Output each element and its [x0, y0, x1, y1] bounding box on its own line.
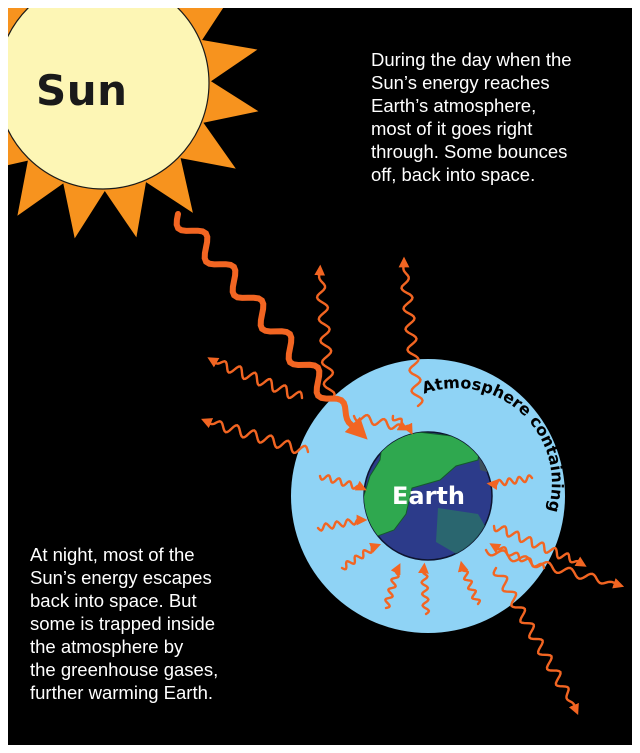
caption-line: the atmosphere by	[30, 636, 184, 657]
energy-arrows	[201, 256, 625, 715]
diagram-panel: Atmosphere containing greenhouse gases S…	[8, 8, 632, 745]
sun-core	[8, 8, 210, 190]
energy-arrow	[384, 563, 401, 610]
caption-line: back into space. But	[30, 590, 197, 611]
caption-line: Sun’s energy reaches	[371, 72, 550, 93]
caption-line: most of it goes right	[371, 118, 533, 139]
energy-arrow	[352, 413, 409, 431]
greenhouse-effect-diagram: Atmosphere containing greenhouse gases	[8, 8, 625, 715]
caption-line: off, back into space.	[371, 164, 536, 185]
energy-arrow	[418, 562, 431, 616]
caption-line: Sun’s energy escapes	[30, 567, 212, 588]
energy-arrow	[340, 542, 382, 571]
caption-line: At night, most of the	[30, 544, 195, 565]
daytime-caption: During the day when the Sun’s energy rea…	[371, 48, 632, 186]
energy-arrow	[492, 524, 587, 567]
energy-arrow	[486, 474, 534, 490]
energy-arrow	[398, 256, 424, 408]
nighttime-caption: At night, most of the Sun’s energy escap…	[30, 543, 280, 704]
energy-arrow	[492, 566, 579, 715]
caption-line: the greenhouse gases,	[30, 659, 219, 680]
energy-arrow	[314, 264, 336, 402]
sun	[8, 8, 259, 239]
energy-arrow	[316, 514, 368, 532]
energy-arrow	[484, 548, 625, 589]
caption-line: through. Some bounces	[371, 141, 568, 162]
caption-line: some is trapped inside	[30, 613, 216, 634]
caption-line: Earth’s atmosphere,	[371, 95, 537, 116]
energy-arrow	[318, 474, 367, 491]
energy-arrow	[201, 418, 310, 455]
caption-line: further warming Earth.	[30, 682, 214, 703]
caption-line: During the day when the	[371, 49, 572, 70]
energy-arrow	[391, 414, 413, 435]
sun-label: Sun	[36, 66, 128, 115]
incoming-sunlight-arrow	[173, 211, 368, 440]
energy-arrow	[457, 560, 482, 606]
earth-label: Earth	[392, 482, 465, 510]
energy-arrow	[207, 357, 304, 400]
